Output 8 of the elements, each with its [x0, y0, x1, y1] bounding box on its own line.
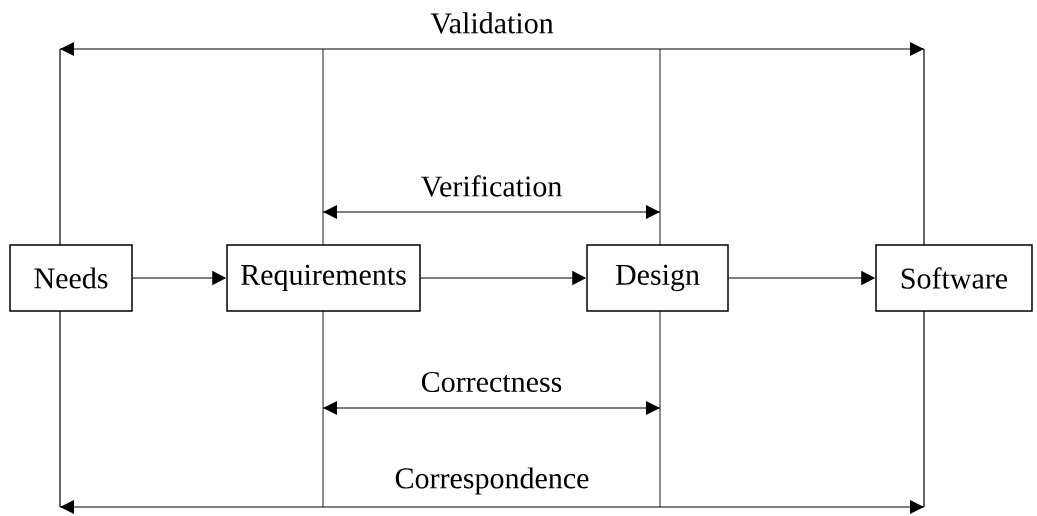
- dimension-label: Validation: [429, 11, 555, 35]
- dimension-label: Correspondence: [393, 466, 591, 496]
- process-box: Requirements: [226, 244, 421, 312]
- process-box: Software: [875, 244, 1033, 312]
- dimension-label: Verification: [419, 174, 564, 198]
- dimension-label: Correctness: [419, 370, 564, 394]
- process-box: Needs: [9, 244, 133, 312]
- process-box: Design: [586, 244, 729, 312]
